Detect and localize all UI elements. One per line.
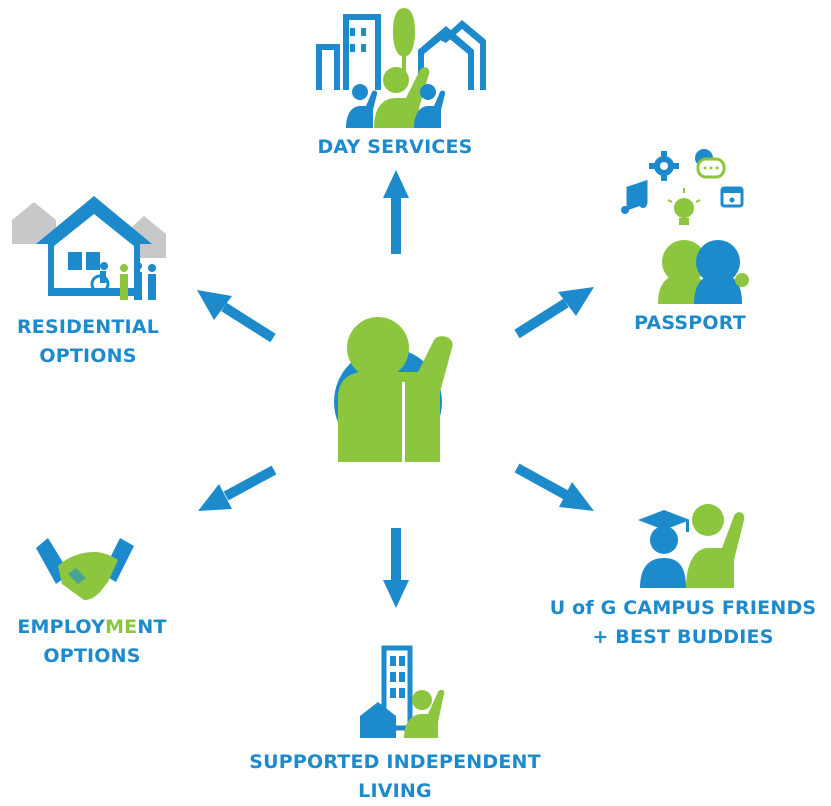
employment-label-post: NT <box>137 616 167 638</box>
supported-label-line1: SUPPORTED INDEPENDENT <box>249 751 541 773</box>
center-raised-hand-person-icon <box>334 317 453 462</box>
graduate-friends-icon <box>638 504 745 588</box>
supported-living-label: SUPPORTED INDEPENDENT LIVING <box>235 748 555 806</box>
day-services-label-text: DAY SERVICES <box>317 136 473 158</box>
employment-label-highlight: ME <box>105 616 138 638</box>
arrow-to-campus <box>514 463 594 511</box>
apartment-person-icon <box>360 645 445 738</box>
houses-people-icon <box>12 196 166 300</box>
passport-label-text: PASSPORT <box>634 312 746 334</box>
employment-label-pre: EMPLOY <box>17 616 106 638</box>
residential-label-line2: OPTIONS <box>39 345 137 367</box>
supported-label-line2: LIVING <box>358 780 432 802</box>
arrow-to-supported-living <box>383 528 409 608</box>
passport-label: PASSPORT <box>615 309 765 338</box>
two-people-activities-icon <box>621 149 749 304</box>
day-services-label: DAY SERVICES <box>300 133 490 162</box>
handshake-icon <box>36 538 134 600</box>
campus-label-line2: + BEST BUDDIES <box>592 626 774 648</box>
arrow-to-residential <box>197 290 276 343</box>
campus-friends-label: U of G CAMPUS FRIENDS + BEST BUDDIES <box>535 594 831 652</box>
campus-label-line1: U of G CAMPUS FRIENDS <box>549 597 817 619</box>
residential-label-line1: RESIDENTIAL <box>16 316 160 338</box>
city-buildings-people-icon <box>316 8 486 128</box>
employment-label-line1: EMPLOYMENT <box>0 613 184 642</box>
arrow-to-day-services <box>383 170 409 254</box>
residential-options-label: RESIDENTIAL OPTIONS <box>0 313 176 371</box>
employment-options-label: EMPLOYMENT OPTIONS <box>0 613 184 671</box>
employment-label-line2: OPTIONS <box>43 645 141 667</box>
arrow-to-passport <box>514 287 594 339</box>
arrow-to-employment <box>198 465 277 511</box>
